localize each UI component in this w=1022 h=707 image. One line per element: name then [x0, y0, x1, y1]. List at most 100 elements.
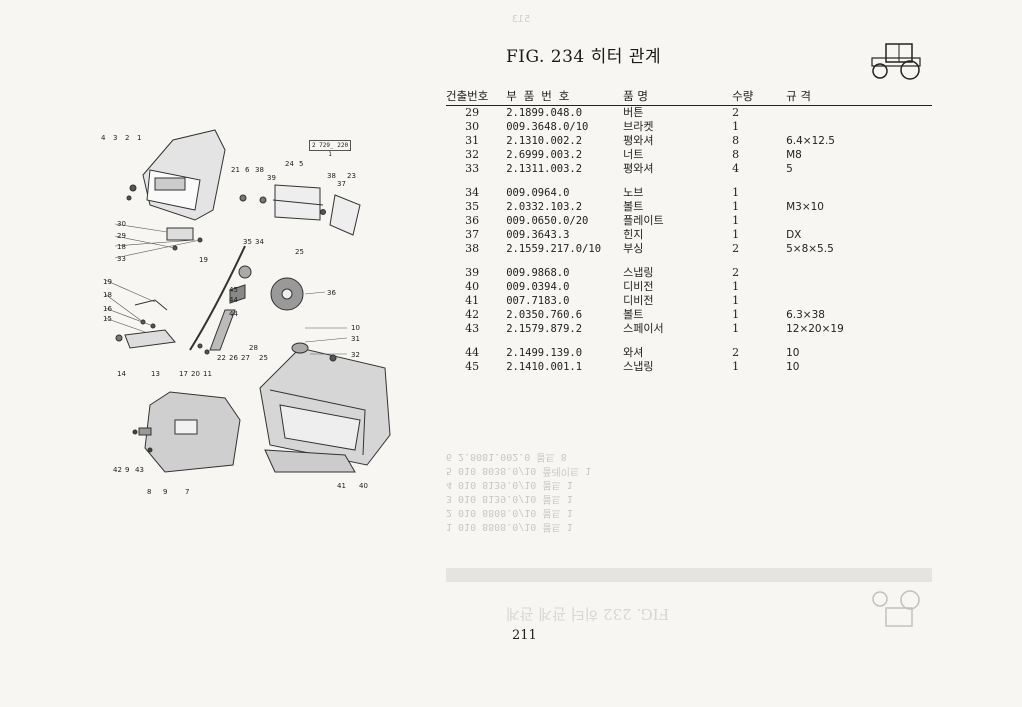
cell-no: 37	[465, 228, 480, 241]
cell-qty: 1	[732, 120, 740, 133]
bleed-line: 3 010 8139.0/10 볼트 1	[446, 493, 573, 504]
callout-label: 8	[147, 488, 151, 496]
callout-label: 25	[259, 354, 268, 362]
header-part-number: 부 품 번 호	[498, 88, 624, 106]
bleed-through-rule	[446, 568, 932, 582]
cell-spec	[786, 106, 932, 121]
cell-qty: 2	[732, 106, 740, 119]
cell-no: 34	[465, 186, 480, 199]
cell-spec: 10	[786, 361, 800, 373]
callout-label: 4	[101, 134, 106, 142]
callout-label: 37	[337, 180, 346, 188]
callout-label: 9	[125, 466, 129, 474]
cell-name: 스냅링	[623, 360, 654, 373]
cell-name: 디비전	[623, 294, 654, 307]
callout-label: 33	[117, 255, 126, 263]
callout-label: 36	[327, 289, 336, 297]
cell-qty: 1	[732, 214, 740, 227]
callout-label: 5	[299, 160, 303, 168]
cell-spec: 5	[786, 163, 793, 175]
cell-name: 평와셔	[623, 134, 654, 147]
cell-name: 플레이트	[623, 214, 664, 227]
bleed-line: 1 010 8808.0/10 볼트 1	[446, 521, 573, 532]
callout-label: 34	[255, 238, 264, 246]
cell-qty: 1	[732, 294, 740, 307]
callout-label: 26	[229, 354, 238, 362]
cell-spec: 6.4×12.5	[786, 135, 835, 147]
cell-spec: 5×8×5.5	[786, 243, 834, 255]
cell-part-number: 2.1499.139.0	[506, 347, 583, 359]
cell-spec: 10	[786, 347, 800, 359]
cell-qty: 1	[732, 360, 740, 373]
figure-title: FIG. 234 히터 관계	[506, 47, 662, 67]
cell-part-number: 009.3643.3	[506, 229, 570, 241]
tractor-icon	[871, 43, 921, 80]
table-spacer-row	[446, 336, 932, 346]
header-name: 품 명	[623, 88, 729, 106]
cell-name: 브라켓	[623, 120, 654, 133]
page-number: 211	[512, 628, 537, 643]
cell-part-number: 009.0964.0	[506, 187, 570, 199]
callout-label: 38	[255, 166, 264, 174]
cell-spec: 6.3×38	[786, 309, 825, 321]
cell-name: 너트	[623, 148, 644, 161]
bleed-through-text: 513	[512, 14, 531, 25]
cell-qty: 1	[732, 322, 740, 335]
cell-no: 38	[465, 242, 480, 255]
callout-label: 44	[229, 310, 238, 318]
cell-part-number: 2.1579.879.2	[506, 323, 583, 335]
callout-label: 32	[351, 351, 360, 359]
callout-label: 14	[117, 370, 126, 378]
cell-part-number: 2.1310.002.2	[506, 135, 583, 147]
table-spacer-row	[446, 176, 932, 186]
callout-label: 7	[185, 488, 189, 496]
bleed-line: 4 010 8139.0/10 볼트 1	[446, 479, 573, 490]
bleed-line: 5 010 8038.0/10 플레이트 1	[446, 465, 592, 476]
callout-label: 16	[103, 305, 112, 313]
cell-name: 볼트	[623, 200, 644, 213]
callout-label: 28	[249, 344, 258, 352]
cell-spec: M8	[786, 149, 802, 161]
cell-name: 부싱	[623, 242, 644, 255]
cell-part-number: 2.1410.001.1	[506, 361, 583, 373]
cell-part-number: 009.9868.0	[506, 267, 570, 279]
callout-label: 6	[245, 166, 250, 174]
cell-spec	[786, 120, 932, 134]
cell-part-number: 009.0650.0/20	[506, 215, 589, 227]
exploded-parts-diagram: 4 3 2 1 30 29 18 33 19 18 16 15 14 13 17…	[101, 129, 391, 496]
cell-part-number: 2.1559.217.0/10	[506, 243, 602, 255]
cell-no: 29	[465, 106, 480, 119]
cell-spec: M3×10	[786, 201, 824, 213]
cell-no: 45	[465, 360, 480, 373]
cell-no: 40	[465, 280, 480, 293]
callout-label: 45	[229, 286, 238, 294]
cell-part-number: 2.1899.048.0	[506, 107, 583, 119]
cell-spec	[786, 186, 932, 200]
drawing-reference-box: 2 729_ 220 1	[309, 140, 351, 158]
callout-label: 44	[229, 296, 238, 304]
callout-label: 11	[203, 370, 212, 378]
callout-label: 15	[103, 315, 112, 323]
cell-name: 힌지	[623, 228, 644, 241]
cell-no: 42	[465, 308, 480, 321]
callout-label: 18	[103, 291, 112, 299]
cell-part-number: 009.0394.0	[506, 281, 570, 293]
cell-qty: 4	[732, 162, 740, 175]
callout-label: 24	[285, 160, 294, 168]
table-row: 29 2.1899.048.0 버튼 2	[446, 106, 932, 121]
table-row: 45 2.1410.001.1 스냅링 1 10	[446, 360, 932, 374]
callout-label: 40	[359, 482, 368, 490]
callout-label: 21	[231, 166, 240, 174]
cell-no: 39	[465, 266, 480, 279]
cell-name: 버튼	[623, 106, 644, 119]
callout-label: 18	[117, 243, 126, 251]
cell-part-number: 2.0332.103.2	[506, 201, 583, 213]
